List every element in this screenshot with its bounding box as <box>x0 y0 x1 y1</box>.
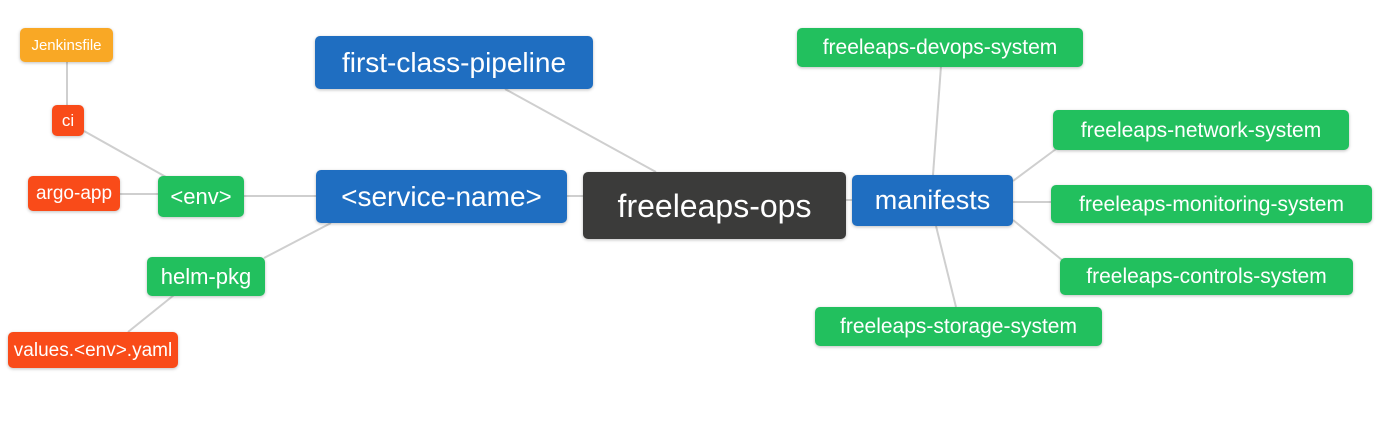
edge-pipeline-root <box>504 88 657 173</box>
edge-manifests-devops <box>932 65 942 176</box>
node-freeleaps-network-system[interactable]: freeleaps-network-system <box>1053 110 1349 150</box>
node-freeleaps-monitoring-system[interactable]: freeleaps-monitoring-system <box>1051 185 1372 223</box>
edge-manifests-network <box>1012 148 1057 182</box>
edge-ci-env <box>83 130 167 178</box>
node-jenkinsfile[interactable]: Jenkinsfile <box>20 28 113 62</box>
node-freeleaps-storage-system[interactable]: freeleaps-storage-system <box>815 307 1102 346</box>
edge-helm-pkg-values <box>127 294 175 333</box>
node-manifests[interactable]: manifests <box>852 175 1013 226</box>
node-service-name[interactable]: <service-name> <box>316 170 567 223</box>
node-values-env-yaml[interactable]: values.<env>.yaml <box>8 332 178 368</box>
edge-manifests-storage <box>935 225 957 308</box>
edge-manifests-controls <box>1012 219 1063 261</box>
node-freeleaps-controls-system[interactable]: freeleaps-controls-system <box>1060 258 1353 295</box>
node-argo-app[interactable]: argo-app <box>28 176 120 211</box>
node-first-class-pipeline[interactable]: first-class-pipeline <box>315 36 593 89</box>
node-helm-pkg[interactable]: helm-pkg <box>147 257 265 296</box>
node-freeleaps-ops-root[interactable]: freeleaps-ops <box>583 172 846 239</box>
node-env[interactable]: <env> <box>158 176 244 217</box>
edge-service-name-helm-pkg <box>263 222 332 259</box>
node-freeleaps-devops-system[interactable]: freeleaps-devops-system <box>797 28 1083 67</box>
node-ci[interactable]: ci <box>52 105 84 136</box>
